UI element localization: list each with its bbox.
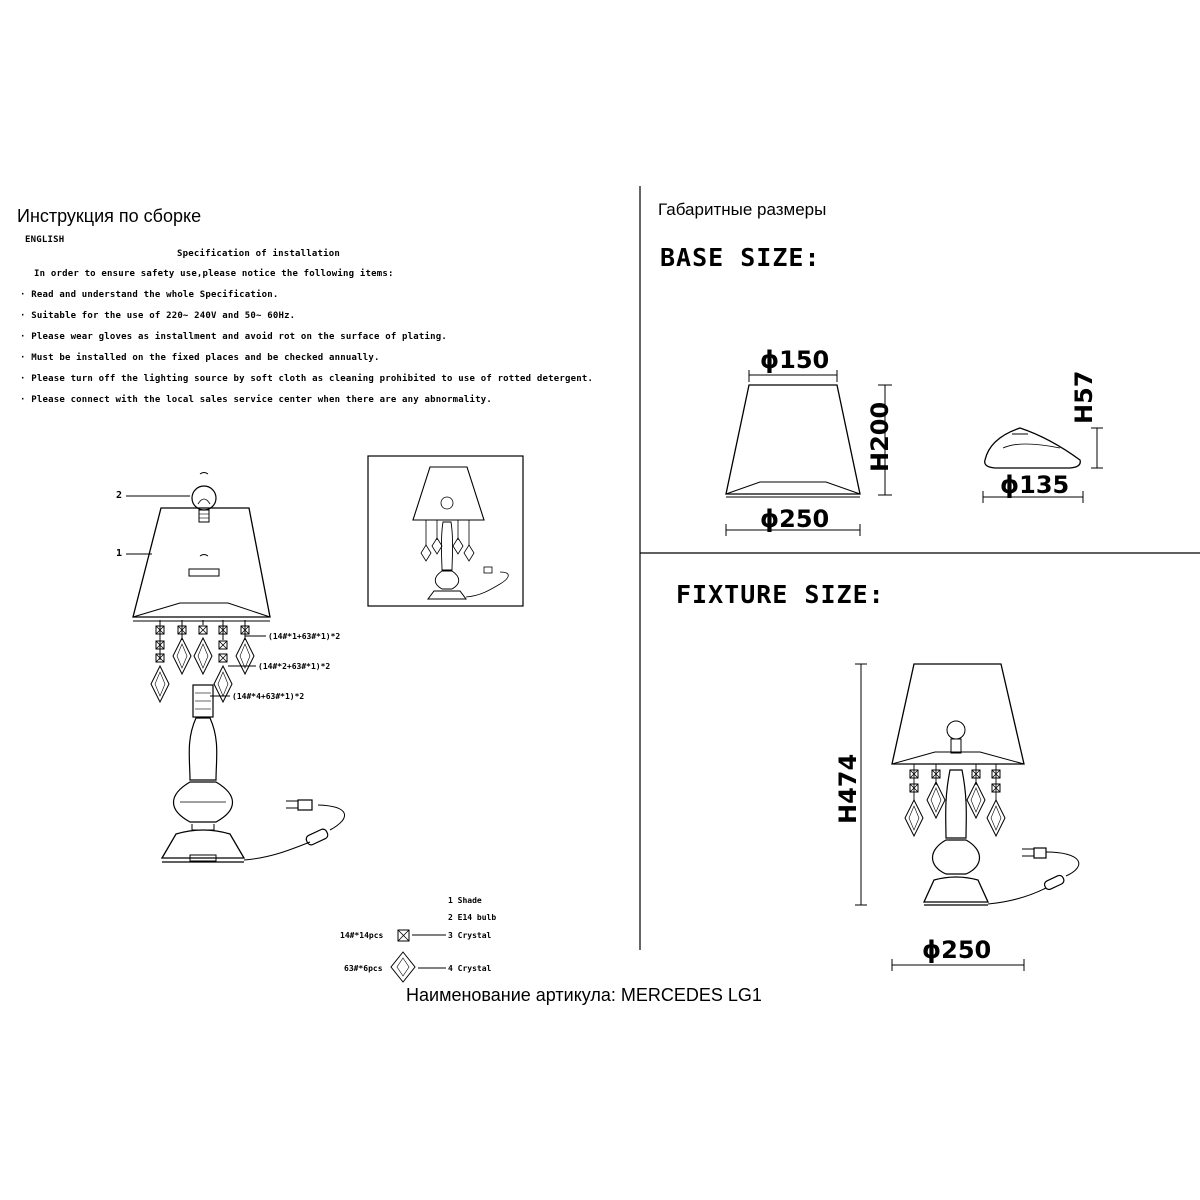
spec-bullet: · Please connect with the local sales se…: [20, 395, 492, 405]
legend-qty-crystal-large: 63#*6pcs: [344, 964, 383, 973]
legend-item-shade: 1 Shade: [448, 896, 482, 905]
dim-base-height: H57: [1070, 370, 1098, 424]
spec-title: Specification of installation: [177, 249, 340, 259]
dim-shade-height: H200: [866, 401, 894, 472]
callout-chain-2: (14#*2+63#*1)*2: [258, 662, 331, 671]
assembled-inset-lamp: [412, 466, 509, 600]
language-label: ENGLISH: [25, 235, 65, 245]
callout-lines: [126, 495, 266, 697]
spec-bullet: · Suitable for the use of 220~ 240V and …: [20, 311, 296, 321]
fixture-size-drawing: [855, 663, 1080, 971]
dim-shade-top-diameter: ϕ150: [760, 346, 830, 374]
base-size-heading: BASE SIZE:: [660, 243, 821, 272]
article-name: Наименование артикула: MERCEDES LG1: [406, 985, 762, 1005]
callout-shade-number: 2: [116, 490, 123, 501]
assembled-inset-frame: [367, 455, 524, 607]
legend-item-crystal-large: 4 Crystal: [448, 964, 492, 973]
base-size-drawing: [725, 370, 1103, 536]
dim-fixture-height: H474: [834, 753, 862, 824]
legend-graphics: [390, 929, 446, 983]
fixture-size-heading: FIXTURE SIZE:: [676, 580, 885, 609]
dim-shade-bottom-diameter: ϕ250: [760, 505, 830, 533]
spec-bullet: · Read and understand the whole Specific…: [20, 290, 279, 300]
spec-intro: In order to ensure safety use,please not…: [34, 269, 394, 279]
callout-chain-1: (14#*1+63#*1)*2: [268, 632, 341, 641]
spec-bullet: · Must be installed on the fixed places …: [20, 353, 380, 363]
spec-bullet: · Please turn off the lighting source by…: [20, 374, 594, 384]
exploded-lamp: [132, 472, 346, 863]
callout-chain-3: (14#*4+63#*1)*2: [232, 692, 305, 701]
legend-item-crystal-small: 3 Crystal: [448, 931, 492, 940]
legend-qty-crystal-small: 14#*14pcs: [340, 931, 384, 940]
dimensions-title: Габаритные размеры: [658, 200, 827, 219]
callout-bulb-number: 1: [116, 548, 123, 559]
dim-fixture-diameter: ϕ250: [922, 936, 992, 964]
spec-bullet: · Please wear gloves as installment and …: [20, 332, 448, 342]
legend-item-bulb: 2 E14 bulb: [448, 913, 497, 922]
dim-base-diameter: ϕ135: [1000, 471, 1070, 499]
instructions-title: Инструкция по сборке: [17, 206, 202, 226]
